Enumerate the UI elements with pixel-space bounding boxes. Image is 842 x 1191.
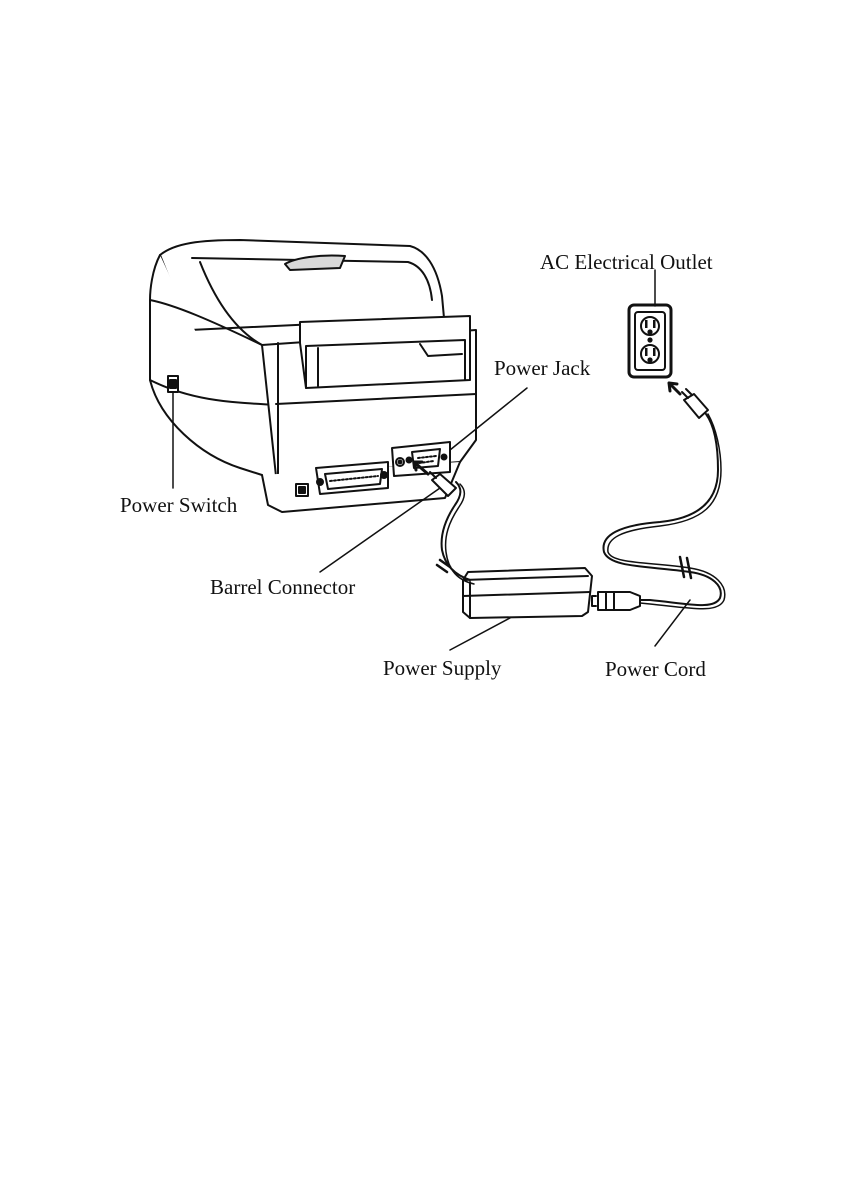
- label-power-supply: Power Supply: [383, 658, 501, 679]
- label-barrel-connector: Barrel Connector: [210, 577, 355, 598]
- label-power-jack: Power Jack: [494, 358, 590, 379]
- printer-illustration: [150, 240, 476, 512]
- outlet-arrow-icon: [669, 383, 680, 394]
- power-cord-illustration: [592, 389, 725, 610]
- leader-supply: [450, 618, 510, 650]
- label-ac-electrical-outlet: AC Electrical Outlet: [540, 252, 713, 273]
- label-power-cord: Power Cord: [605, 659, 706, 680]
- label-power-switch: Power Switch: [120, 495, 237, 516]
- ac-outlet-illustration: [629, 305, 671, 377]
- power-supply-illustration: [463, 568, 592, 618]
